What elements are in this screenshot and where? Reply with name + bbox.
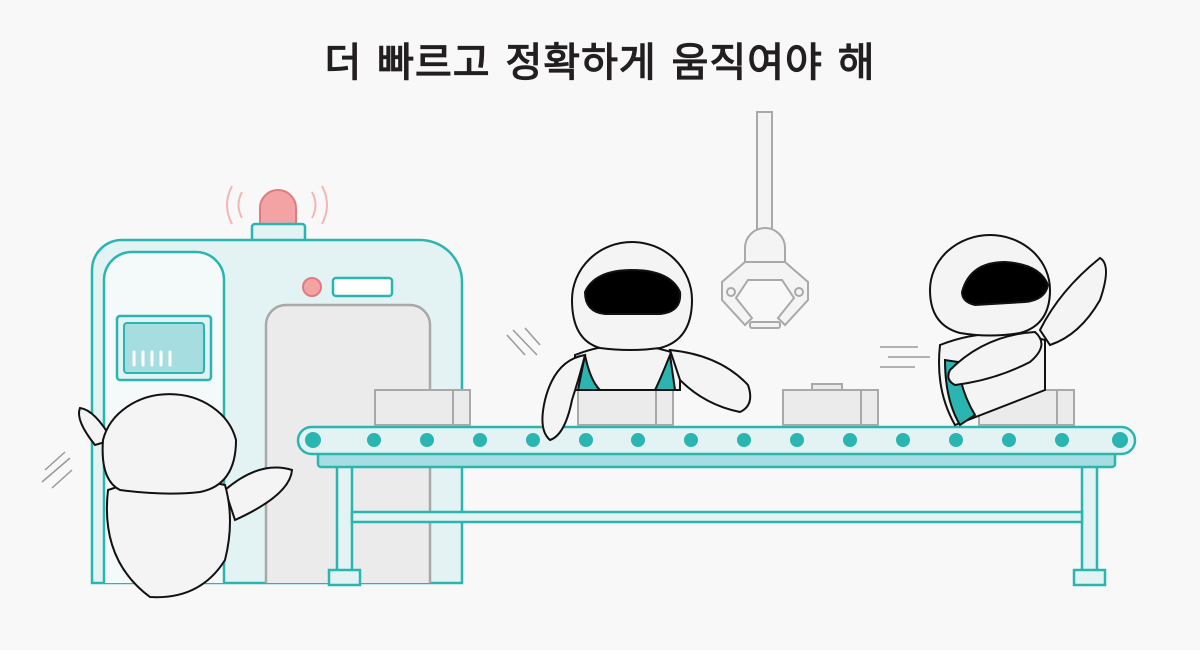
robot-middle <box>506 241 752 442</box>
alarm-light-icon <box>226 185 328 243</box>
robot-right <box>880 234 1107 427</box>
robot-left <box>41 393 294 599</box>
robot-claw-icon <box>721 111 809 329</box>
conveyor-belt <box>296 425 1137 587</box>
page-title: 더 빠르고 정확하게 움직여야 해 <box>324 40 876 86</box>
